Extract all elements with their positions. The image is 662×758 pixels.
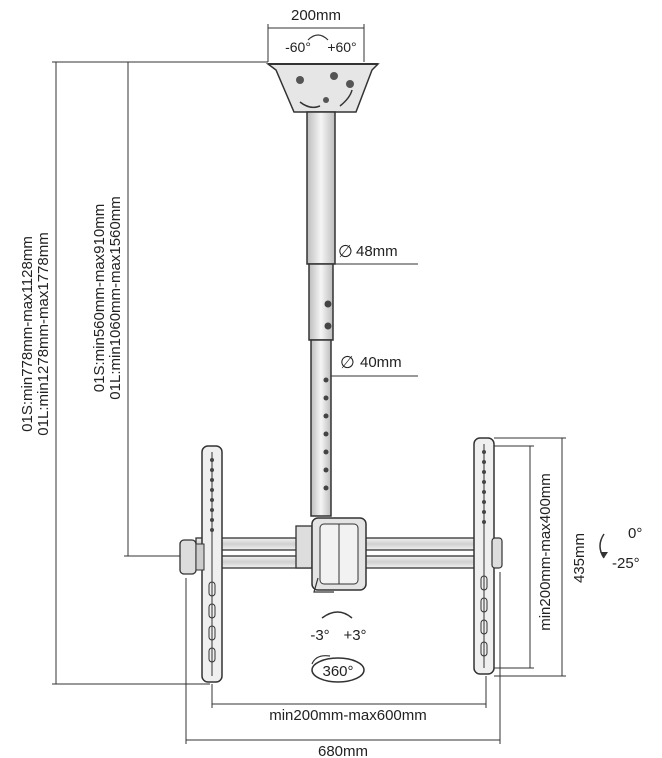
total-height-dimension (52, 61, 268, 685)
right-tv-bracket (473, 437, 503, 675)
top-tilt-neg-label: -60° (285, 39, 311, 55)
pole-height-dimension (124, 62, 180, 557)
rotation-icon (311, 655, 365, 683)
vesa-vertical-dimension (494, 445, 534, 669)
pole-upper-diameter-label: 48mm (356, 243, 398, 260)
total-height-l-label: 01L:min1278mm-max1778mm (35, 232, 52, 435)
left-bracket-slots (208, 581, 216, 663)
pole-height-l-label: 01L:min1060mm-max1560mm (107, 196, 124, 399)
total-width-dimension (185, 572, 501, 744)
tilt-top-label: 0° (628, 525, 642, 542)
arm-height-dimension (494, 437, 566, 677)
swivel-pos-label: +3° (343, 627, 366, 644)
swivel-arc-icon (321, 611, 353, 619)
arm-height-label: 435mm (571, 533, 588, 583)
top-width-dimension (267, 24, 365, 62)
lower-pole (310, 339, 332, 517)
swivel-neg-label: -3° (310, 627, 329, 644)
center-bracket (295, 517, 367, 593)
pole-height-s-label: 01S:min560mm-max910mm (91, 204, 108, 392)
vesa-horizontal-label: min200mm-max600mm (269, 707, 427, 724)
ceiling-plate (265, 63, 380, 113)
upper-pole (306, 111, 336, 265)
vesa-vertical-label: min200mm-max400mm (537, 473, 554, 631)
diameter-48-symbol: ∅ (338, 242, 353, 261)
tilt-bottom-label: -25° (612, 555, 640, 572)
tilt-arc-icon (599, 533, 608, 559)
right-bracket-slots (480, 575, 488, 657)
diameter-40-symbol: ∅ (340, 353, 355, 372)
left-bracket-holes (210, 458, 214, 532)
left-tv-bracket (179, 445, 223, 683)
top-width-label: 200mm (291, 7, 341, 24)
total-width-label: 680mm (318, 743, 368, 758)
vesa-horizontal-dimension (211, 676, 487, 708)
right-bracket-holes (482, 450, 486, 524)
rotation-label: 360° (322, 663, 353, 680)
pole-lower-diameter-label: 40mm (360, 354, 402, 371)
total-height-s-label: 01S:min778mm-max1128mm (19, 236, 36, 432)
top-tilt-pos-label: +60° (327, 39, 356, 55)
middle-pole (308, 263, 334, 341)
